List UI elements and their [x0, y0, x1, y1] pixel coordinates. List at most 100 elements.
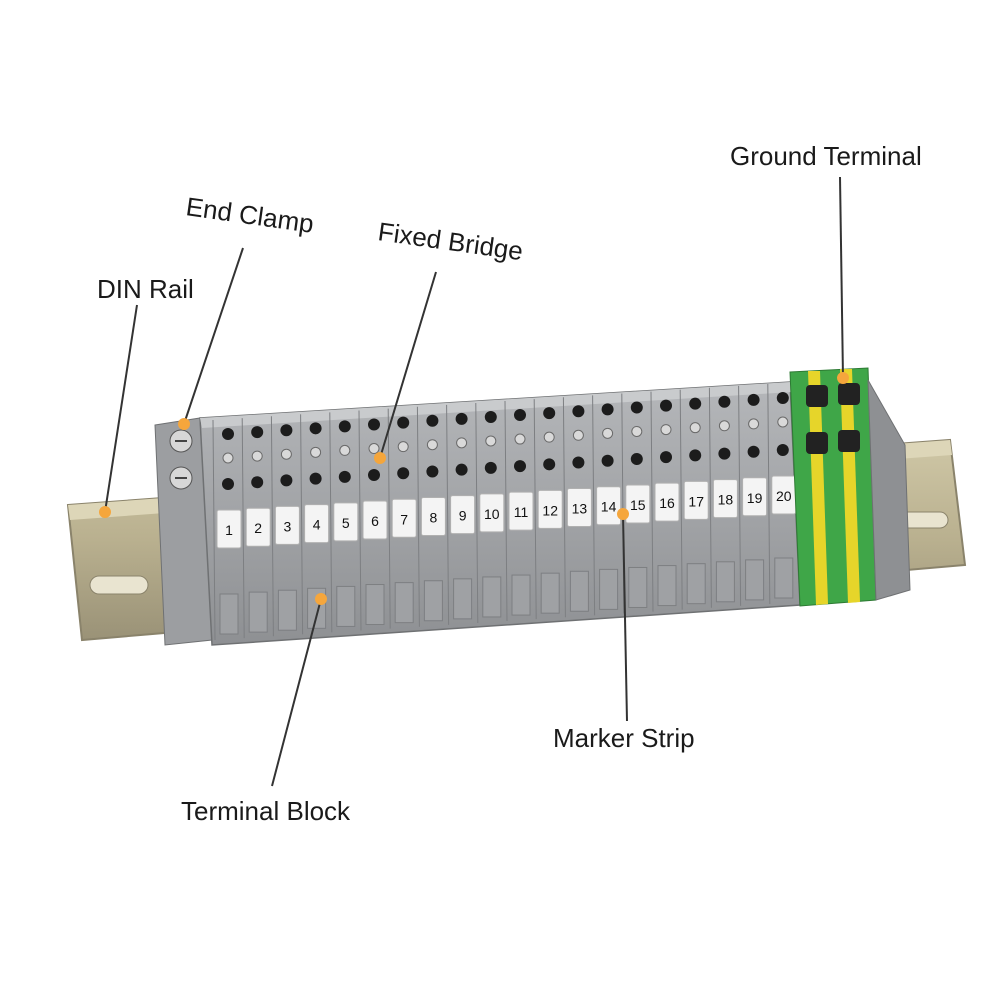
marker-tag — [333, 502, 359, 542]
leader-din-rail — [104, 304, 138, 513]
module-separator — [446, 404, 450, 625]
marker-tag — [742, 477, 768, 517]
module-foot — [511, 574, 531, 616]
bridge-screw-icon — [426, 439, 438, 451]
module-foot — [394, 582, 414, 624]
module-separator — [300, 414, 304, 635]
bridge-screw-icon — [485, 435, 497, 447]
bridge-screw-icon — [368, 443, 380, 455]
module-separator — [241, 418, 245, 639]
leader-end-clamp — [183, 247, 244, 425]
module-foot — [365, 584, 385, 626]
dot-end-clamp — [178, 418, 190, 430]
wire-entry-front — [222, 478, 234, 490]
leader-terminal-block — [271, 598, 322, 787]
wire-entry-back — [718, 395, 731, 408]
bridge-screw-icon — [631, 425, 643, 437]
marker-number: 14 — [601, 499, 617, 515]
module-separator — [329, 412, 333, 633]
wire-entry-front — [776, 444, 789, 456]
wire-entry-back — [572, 405, 585, 418]
leader-lines — [104, 176, 844, 787]
module-separator — [533, 399, 537, 620]
wire-entry-back — [309, 422, 322, 435]
marker-number: 17 — [688, 493, 704, 509]
bridge-screw-icon — [280, 448, 292, 460]
leader-marker-strip — [622, 513, 628, 722]
label-fixed-bridge: Fixed Bridge — [376, 216, 525, 266]
module-separator — [767, 383, 771, 605]
marker-tag — [683, 480, 709, 520]
label-end-clamp: End Clamp — [184, 191, 316, 239]
marker-number: 19 — [747, 490, 763, 506]
wire-entry-front — [397, 467, 410, 480]
wire-entry-back — [251, 426, 264, 439]
module-separator — [416, 406, 420, 627]
marker-tag — [537, 489, 563, 529]
module-foot — [482, 576, 502, 618]
wire-entry-front — [426, 465, 439, 478]
module-separator — [708, 387, 712, 608]
bridge-screw-icon — [397, 441, 409, 453]
dot-ground-terminal — [837, 372, 849, 384]
marker-number: 4 — [313, 517, 321, 533]
wire-entry-front — [309, 472, 322, 485]
bridge-screw-icon — [602, 427, 614, 439]
module-foot — [219, 593, 239, 635]
module-separator — [679, 389, 683, 610]
bridge-screw-icon — [660, 424, 672, 436]
module-separator — [475, 402, 479, 623]
marker-number: 16 — [659, 495, 675, 511]
leader-ground-terminal — [839, 176, 844, 379]
wire-entry-back — [630, 401, 643, 414]
marker-number: 20 — [776, 488, 792, 504]
wire-entry-back — [484, 410, 497, 423]
ground-terminal — [789, 367, 911, 607]
marker-number: 2 — [254, 520, 262, 536]
rail-slot — [89, 575, 149, 595]
wire-entry-front — [747, 445, 760, 458]
fixed-bridge — [222, 416, 789, 464]
wire-entry-back — [514, 409, 526, 422]
module-separator — [504, 401, 508, 622]
marker-tag — [508, 491, 534, 531]
marker-number: 6 — [371, 513, 379, 529]
module-foot — [248, 591, 268, 633]
wire-entry-front — [660, 451, 672, 464]
bridge-screw-icon — [251, 450, 263, 462]
module-foot — [336, 585, 356, 627]
marker-tag — [712, 479, 738, 519]
wire-entry-back — [222, 428, 234, 440]
marker-number: 7 — [400, 511, 408, 527]
wire-entry-back — [338, 420, 351, 433]
bridge-screw-icon — [689, 422, 701, 434]
wire-entry-front — [484, 461, 497, 474]
end-plate — [867, 379, 911, 601]
marker-number: 11 — [514, 504, 529, 520]
module-foot — [628, 566, 648, 608]
wire-entry-front — [368, 469, 380, 482]
wire-entry-front — [689, 449, 702, 462]
module-separator — [387, 408, 391, 629]
marker-tag — [216, 509, 242, 549]
bridge-screw-icon — [310, 446, 322, 458]
module-separator — [212, 419, 216, 641]
marker-tag — [566, 488, 592, 528]
wire-entry-front — [718, 447, 731, 460]
bridge-screw-icon — [456, 437, 468, 449]
wire-entry-front — [630, 452, 643, 465]
bridge-screw-icon — [748, 418, 760, 430]
marker-number: 13 — [572, 501, 588, 517]
module-foot — [686, 563, 706, 605]
wire-entry-front — [601, 454, 614, 467]
wire-entry-back — [747, 393, 760, 406]
wire-entry-back — [397, 416, 410, 429]
label-marker-strip: Marker Strip — [553, 723, 695, 753]
module-foot — [599, 568, 619, 610]
marker-tag — [391, 498, 417, 538]
module-foot — [540, 572, 560, 614]
wire-entry-back — [280, 424, 293, 437]
bridge-screw-icon — [222, 452, 234, 464]
